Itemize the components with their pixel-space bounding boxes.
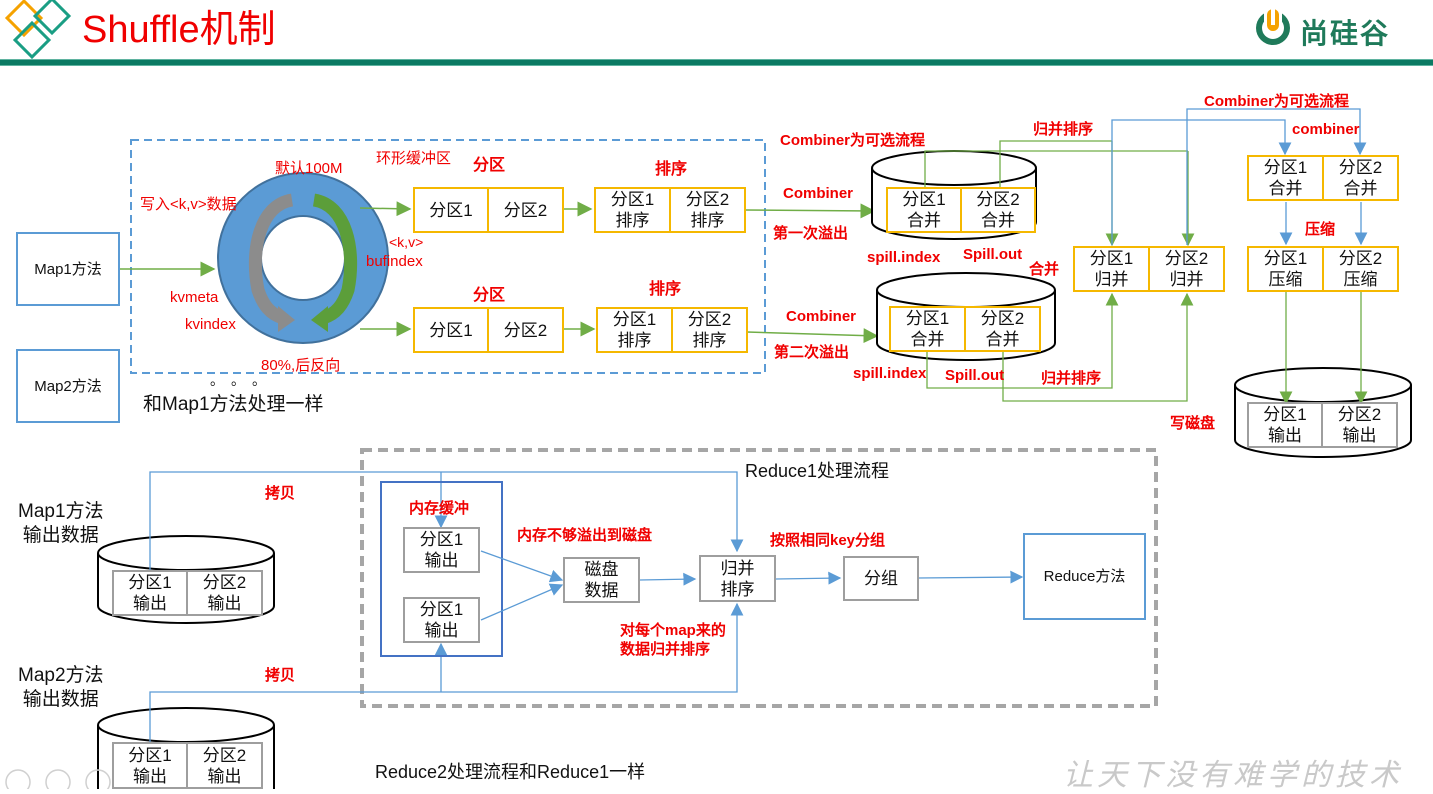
spill1-merged-cell: 分区1 合并	[886, 187, 962, 233]
group-by-key-label: 按照相同key分组	[770, 532, 886, 549]
map2-disk-output-cell: 分区2 输出	[186, 742, 263, 789]
map2-label: Map2方法	[34, 377, 102, 395]
merge-label: 合并	[1029, 261, 1060, 278]
partition-cell: 分区2	[487, 187, 564, 233]
default-size-label: 默认100M	[275, 160, 343, 177]
merge-sort-label-top: 归并排序	[1033, 121, 1094, 138]
spill-out-label-2: Spill.out	[945, 367, 1005, 384]
map1-disk-output-cell: 分区2 输出	[186, 570, 263, 616]
brand-name: 尚硅谷	[1300, 18, 1391, 49]
header-divider	[0, 59, 1433, 66]
write-kv-label: 写入<k,v>数据	[140, 196, 237, 213]
reduce-method-box: Reduce方法	[1023, 533, 1146, 620]
compress-label: 压缩	[1305, 221, 1336, 238]
memory-buffer-label: 内存缓冲	[409, 500, 470, 517]
spill-index-label-2: spill.index	[853, 365, 927, 382]
footer-motto: 让天下没有难学的技术	[1063, 758, 1403, 793]
reduce1-title: Reduce1处理流程	[745, 461, 890, 481]
merge-sort-label-bottom: 归并排序	[1041, 370, 1102, 387]
per-map-merge-label: 对每个map来的 数据归并排序	[620, 622, 726, 658]
logo-icon	[4, 0, 72, 60]
combiner-label-2: Combiner	[786, 308, 857, 325]
first-spill-label: 第一次溢出	[773, 225, 849, 242]
ring-buffer-title: 环形缓冲区	[376, 150, 452, 167]
map1-output-label: Map1方法 输出数据	[18, 501, 104, 546]
compressed-cell: 分区1 压缩	[1247, 246, 1324, 292]
kv-label: <k,v>	[389, 234, 424, 250]
bufindex-label: bufindex	[366, 253, 423, 270]
partition-text: 分区2	[503, 200, 548, 220]
copy-label-1: 拷贝	[265, 485, 296, 502]
sorted-cell: 分区2 排序	[669, 187, 746, 233]
spill-to-disk-label: 内存不够溢出到磁盘	[517, 527, 653, 544]
merged-sorted-cell: 分区2 归并	[1148, 246, 1225, 292]
copy-label-2: 拷贝	[265, 667, 296, 684]
partition-text: 分区1	[429, 320, 473, 340]
buffer-item: 分区1 输出	[403, 597, 480, 643]
spill-out-label-1: Spill.out	[963, 246, 1023, 263]
sorted-cell: 分区2 排序	[671, 307, 748, 353]
kvmeta-label: kvmeta	[170, 289, 219, 306]
reduce2-note: Reduce2处理流程和Reduce1一样	[375, 762, 646, 782]
spill2-merged-cell: 分区2 合并	[964, 306, 1041, 352]
partition-text: 分区1	[429, 200, 473, 220]
group-text: 分组	[864, 569, 898, 588]
combiner-lower-label: combiner	[1292, 121, 1360, 138]
ellipsis: 。。。	[210, 372, 280, 388]
compressed-cell: 分区2 压缩	[1322, 246, 1399, 292]
map1-disk-output-cell: 分区1 输出	[112, 570, 188, 616]
sorted-cell: 分区1 排序	[596, 307, 673, 353]
merged-sorted-cell: 分区1 归并	[1073, 246, 1150, 292]
partition-text: 分区2	[503, 320, 548, 340]
map2-output-label: Map2方法 输出数据	[18, 665, 104, 710]
map2-disk-output-cell: 分区1 输出	[112, 742, 188, 789]
sort-label-1: 排序	[655, 161, 688, 178]
map2-method-box: Map2方法	[16, 349, 120, 423]
combined-cell: 分区1 合并	[1247, 155, 1324, 201]
brand-logo-icon	[1256, 8, 1290, 45]
spill2-merged-cell: 分区1 合并	[889, 306, 966, 352]
same-as-map1-note: 和Map1方法处理一样	[143, 394, 324, 415]
final-output-cell: 分区2 输出	[1321, 402, 1398, 448]
reduce-method-text: Reduce方法	[1043, 568, 1126, 585]
write-disk-label: 写磁盘	[1170, 415, 1216, 432]
second-spill-label: 第二次溢出	[774, 344, 850, 361]
buffer-item: 分区1 输出	[403, 527, 480, 573]
partition-label-2: 分区	[473, 287, 506, 304]
sort-label-2: 排序	[649, 281, 682, 298]
combiner-optional-label: Combiner为可选流程	[780, 132, 926, 149]
memory-buffer-frame	[380, 481, 503, 657]
threshold-label: 80%,后反向	[261, 357, 341, 374]
partition-label-1: 分区	[473, 157, 506, 174]
map-task-boundary	[130, 139, 766, 374]
map1-method-box: Map1方法	[16, 232, 120, 306]
spill-index-label-1: spill.index	[867, 249, 941, 266]
partition-cell: 分区1	[413, 307, 489, 353]
partition-cell: 分区2	[487, 307, 564, 353]
page-title: Shuffle机制	[82, 9, 276, 51]
combined-cell: 分区2 合并	[1322, 155, 1399, 201]
ring-buffer-icon	[217, 172, 389, 344]
merge-sort-box: 归并 排序	[699, 555, 776, 602]
sorted-cell: 分区1 排序	[594, 187, 671, 233]
partition-cell: 分区1	[413, 187, 489, 233]
group-box: 分组	[843, 556, 919, 601]
disk-data-box: 磁盘 数据	[563, 557, 640, 603]
final-output-cell: 分区1 输出	[1247, 402, 1323, 448]
kvindex-label: kvindex	[185, 316, 236, 333]
combiner-optional-label-2: Combiner为可选流程	[1204, 93, 1350, 110]
combiner-label-1: Combiner	[783, 185, 854, 202]
spill1-merged-cell: 分区2 合并	[960, 187, 1036, 233]
reduce-task-boundary	[360, 448, 1158, 708]
map1-label: Map1方法	[34, 260, 102, 278]
